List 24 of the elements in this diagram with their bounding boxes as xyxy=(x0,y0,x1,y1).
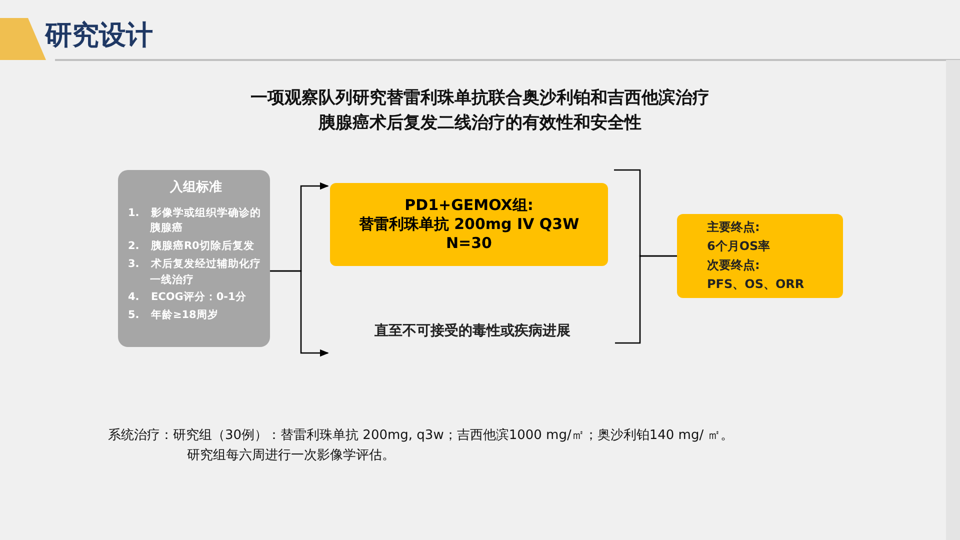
group-detail: N=30 xyxy=(446,234,492,253)
arrow xyxy=(270,270,329,357)
footnote-text: 研究组每六周进行一次影像学评估。 xyxy=(187,447,396,464)
criteria-item: 3. 术后复发经过辅助化疗一线治疗 xyxy=(128,256,262,288)
criteria-card xyxy=(118,170,270,347)
slide-title: 研究设计 xyxy=(45,19,153,53)
endpoint-value: PFS、OS、ORR xyxy=(707,276,806,294)
endpoint-heading: 次要终点: xyxy=(707,257,761,274)
card-heading: 入组标准 xyxy=(168,178,223,197)
study-title: 一项观察队列研究替雷利珠单抗联合奥沙利铂和吉西他滨治疗 xyxy=(250,87,710,109)
stop-condition-text: 直至不可接受的毒性或疾病进展 xyxy=(374,322,570,340)
endpoint-heading: 主要终点: xyxy=(707,218,761,236)
group-heading: PD1+GEMOX组: xyxy=(404,196,534,216)
criteria-item: 2. 胰腺癌R0切除后复发 xyxy=(128,239,256,254)
criteria-item: 5. 年龄≥18周岁 xyxy=(128,308,220,323)
study-title: 胰腺癌术后复发二线治疗的有效性和安全性 xyxy=(317,112,642,134)
footnote-text: 系统治疗：研究组（30例）：替雷利珠单抗 200mg, q3w；吉西他滨1000 mg/㎡；奥沙利铂140 mg/ ㎡。 xyxy=(108,427,735,444)
group-detail: 替雷利珠单抗 200mg IV Q3W xyxy=(358,215,580,234)
endpoint-value: 6个月OS率 xyxy=(707,238,772,255)
bracket-connector xyxy=(615,255,677,344)
treatment-group-box xyxy=(330,183,608,266)
endpoint-box xyxy=(677,214,843,298)
criteria-item: 4. ECOG评分：0-1分 xyxy=(128,290,248,306)
criteria-item: 1. 影像学或组织学确诊的胰腺癌 xyxy=(128,206,262,236)
